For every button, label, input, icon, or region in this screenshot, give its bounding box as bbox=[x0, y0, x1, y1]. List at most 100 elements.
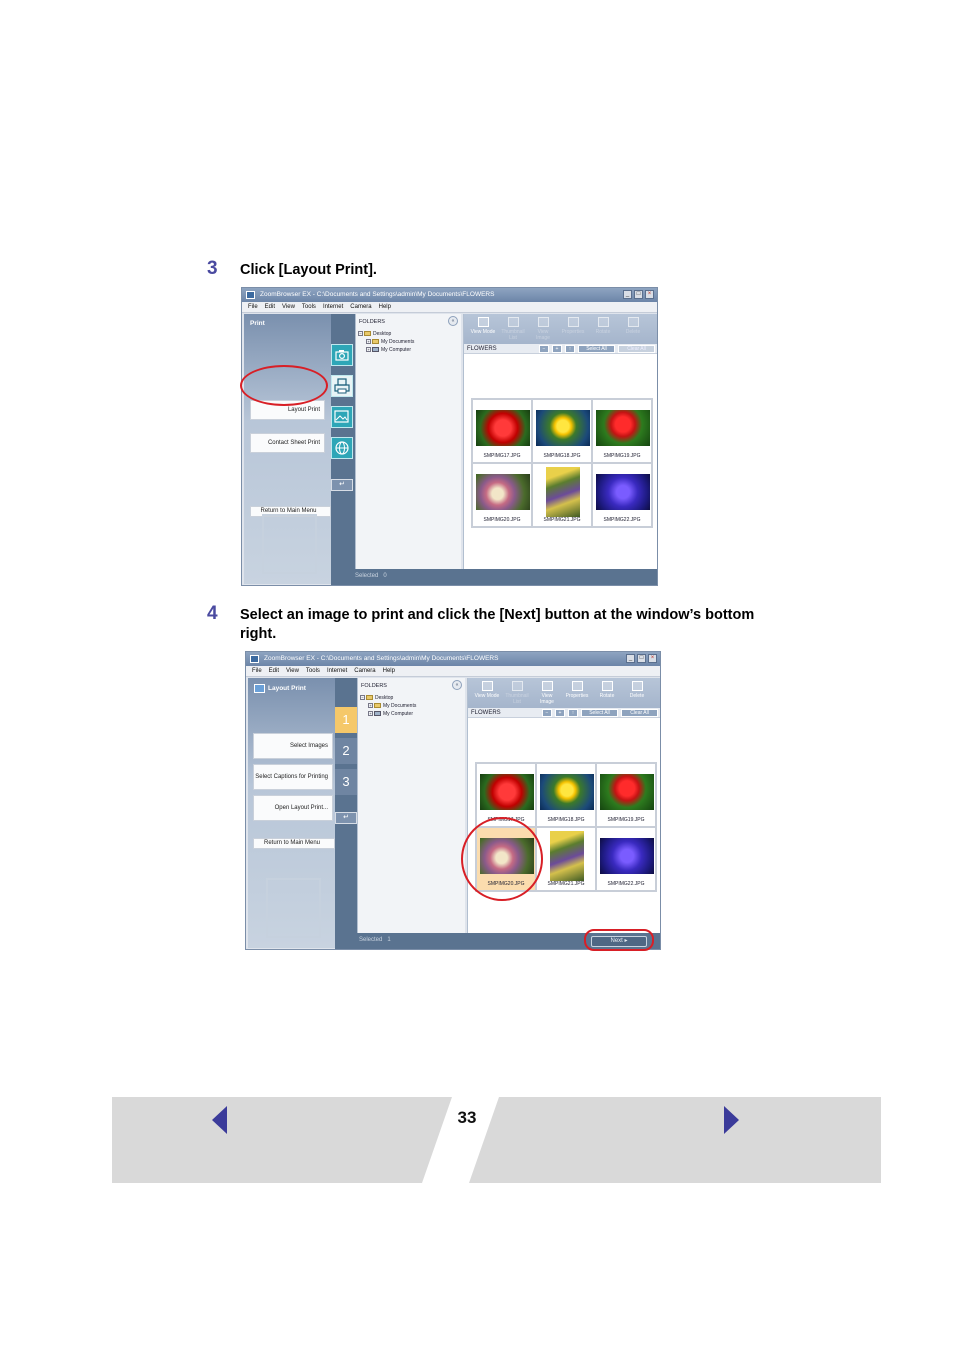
status-bar: Selected 1 bbox=[335, 933, 660, 949]
highlight-next-button bbox=[584, 929, 654, 951]
background-document-graphic bbox=[262, 514, 317, 574]
return-to-main-menu-button[interactable]: Return to Main Menu bbox=[250, 506, 331, 517]
globe-email-icon[interactable] bbox=[331, 437, 353, 459]
properties-button[interactable]: Properties bbox=[560, 317, 586, 344]
task-panel: Layout Print Select Images Select Captio… bbox=[248, 678, 335, 948]
image-edit-icon[interactable] bbox=[331, 406, 353, 428]
return-icon[interactable]: ↵ bbox=[335, 812, 357, 824]
layout-print-icon bbox=[254, 684, 265, 693]
menu-tools[interactable]: Tools bbox=[301, 304, 316, 310]
thumbnail-item[interactable]: SMPIMG18.JPG bbox=[532, 399, 592, 463]
menu-internet[interactable]: Internet bbox=[326, 668, 348, 674]
tree-item-desktop[interactable]: −Desktop bbox=[358, 331, 392, 337]
thumbnail-list-button[interactable]: Thumbnail List bbox=[500, 317, 526, 344]
return-to-main-menu-button[interactable]: Return to Main Menu bbox=[253, 838, 335, 849]
folders-title: FOLDERS bbox=[361, 683, 387, 689]
collapse-folders-icon[interactable]: « bbox=[452, 680, 462, 690]
zoom-in-icon[interactable]: + bbox=[555, 709, 565, 717]
app-icon bbox=[250, 655, 259, 663]
step-instruction: Select an image to print and click the [… bbox=[240, 607, 755, 642]
tree-item-my-documents[interactable]: +My Documents bbox=[368, 703, 417, 709]
window-title: ZoomBrowser EX - C:\Documents and Settin… bbox=[264, 655, 499, 662]
thumbnail-item[interactable]: SMPIMG21.JPG bbox=[532, 463, 592, 527]
thumbnail-grid: SMPIMG17.JPG SMPIMG18.JPG SMPIMG19.JPG S… bbox=[471, 398, 653, 528]
background-document-graphic bbox=[266, 878, 321, 938]
menu-file[interactable]: File bbox=[252, 668, 262, 674]
clear-all-button[interactable]: Clear All bbox=[621, 709, 658, 717]
thumbnail-item[interactable]: SMPIMG18.JPG bbox=[536, 763, 596, 827]
select-all-button[interactable]: Select All bbox=[578, 345, 615, 353]
view-mode-button[interactable]: View Mode bbox=[474, 681, 500, 708]
tree-item-my-computer[interactable]: +My Computer bbox=[366, 347, 412, 353]
menu-edit[interactable]: Edit bbox=[268, 668, 280, 674]
tree-item-my-documents[interactable]: +My Documents bbox=[366, 339, 415, 345]
view-mode-button[interactable]: View Mode bbox=[470, 317, 496, 344]
menu-help[interactable]: Help bbox=[378, 304, 391, 310]
menu-bar: File Edit View Tools Internet Camera Hel… bbox=[246, 666, 660, 677]
rotate-button[interactable]: Rotate bbox=[594, 681, 620, 708]
page-number: 33 bbox=[457, 1108, 477, 1127]
select-captions-button[interactable]: Select Captions for Printing bbox=[253, 764, 333, 790]
tree-item-my-computer[interactable]: +My Computer bbox=[368, 711, 414, 717]
zoombrowser-window: ZoomBrowser EX - C:\Documents and Settin… bbox=[241, 287, 658, 586]
window-titlebar: ZoomBrowser EX - C:\Documents and Settin… bbox=[242, 288, 657, 302]
delete-button[interactable]: Delete bbox=[620, 317, 646, 344]
view-image-button[interactable]: View Image bbox=[534, 681, 560, 708]
previous-page-icon[interactable] bbox=[212, 1106, 227, 1134]
thumbnail-item[interactable]: SMPIMG19.JPG bbox=[592, 399, 652, 463]
menu-view[interactable]: View bbox=[282, 304, 295, 310]
task-panel: Print « Layout Print Contact Sheet Print… bbox=[244, 314, 354, 584]
step-badge-2[interactable]: 2 bbox=[335, 738, 357, 764]
select-all-button[interactable]: Select All bbox=[581, 709, 618, 717]
thumbnail-item[interactable]: SMPIMG22.JPG bbox=[592, 463, 652, 527]
close-icon[interactable]: × bbox=[645, 290, 654, 299]
zoom-out-icon[interactable]: − bbox=[539, 345, 549, 353]
maximize-icon[interactable]: □ bbox=[637, 654, 646, 663]
minimize-icon[interactable]: _ bbox=[623, 290, 632, 299]
up-folder-icon[interactable]: ↑ bbox=[568, 709, 578, 717]
tree-item-desktop[interactable]: −Desktop bbox=[360, 695, 394, 701]
minimize-icon[interactable]: _ bbox=[626, 654, 635, 663]
thumbnail-item[interactable]: SMPIMG21.JPG bbox=[536, 827, 596, 891]
up-folder-icon[interactable]: ↑ bbox=[565, 345, 575, 353]
thumbnail-item[interactable]: SMPIMG17.JPG bbox=[472, 399, 532, 463]
menu-internet[interactable]: Internet bbox=[322, 304, 344, 310]
thumbnail-item[interactable]: SMPIMG20.JPG bbox=[472, 463, 532, 527]
rotate-button[interactable]: Rotate bbox=[590, 317, 616, 344]
return-icon[interactable]: ↵ bbox=[331, 479, 353, 491]
open-layout-print-button[interactable]: Open Layout Print... bbox=[253, 795, 333, 821]
zoom-in-icon[interactable]: + bbox=[552, 345, 562, 353]
panel-title: Print bbox=[250, 320, 265, 327]
camera-icon[interactable] bbox=[331, 344, 353, 366]
view-image-button[interactable]: View Image bbox=[530, 317, 556, 344]
zoombrowser-window: ZoomBrowser EX - C:\Documents and Settin… bbox=[245, 651, 661, 950]
thumbnail-item[interactable]: SMPIMG19.JPG bbox=[596, 763, 656, 827]
menu-edit[interactable]: Edit bbox=[264, 304, 276, 310]
menu-camera[interactable]: Camera bbox=[354, 668, 376, 674]
highlight-circle bbox=[240, 365, 328, 406]
menu-view[interactable]: View bbox=[286, 668, 299, 674]
clear-all-button[interactable]: Clear All bbox=[618, 345, 655, 353]
step-badge-3[interactable]: 3 bbox=[335, 769, 357, 795]
step-number: 3 bbox=[207, 258, 218, 279]
close-icon[interactable]: × bbox=[648, 654, 657, 663]
selected-label: Selected bbox=[359, 937, 383, 943]
browser-toolbar: View Mode Thumbnail List View Image Prop… bbox=[464, 314, 657, 344]
printer-icon[interactable] bbox=[331, 375, 353, 397]
properties-button[interactable]: Properties bbox=[564, 681, 590, 708]
zoom-out-icon[interactable]: − bbox=[542, 709, 552, 717]
step-badge-1[interactable]: 1 bbox=[335, 707, 357, 733]
contact-sheet-print-button[interactable]: Contact Sheet Print bbox=[250, 433, 325, 453]
select-images-button[interactable]: Select Images bbox=[253, 733, 333, 759]
menu-camera[interactable]: Camera bbox=[350, 304, 372, 310]
window-titlebar: ZoomBrowser EX - C:\Documents and Settin… bbox=[246, 652, 660, 666]
collapse-folders-icon[interactable]: « bbox=[448, 316, 458, 326]
menu-tools[interactable]: Tools bbox=[305, 668, 320, 674]
next-page-icon[interactable] bbox=[724, 1106, 739, 1134]
maximize-icon[interactable]: □ bbox=[634, 290, 643, 299]
menu-help[interactable]: Help bbox=[382, 668, 395, 674]
menu-file[interactable]: File bbox=[248, 304, 258, 310]
thumbnail-list-button[interactable]: Thumbnail List bbox=[504, 681, 530, 708]
thumbnail-item[interactable]: SMPIMG22.JPG bbox=[596, 827, 656, 891]
delete-button[interactable]: Delete bbox=[624, 681, 650, 708]
